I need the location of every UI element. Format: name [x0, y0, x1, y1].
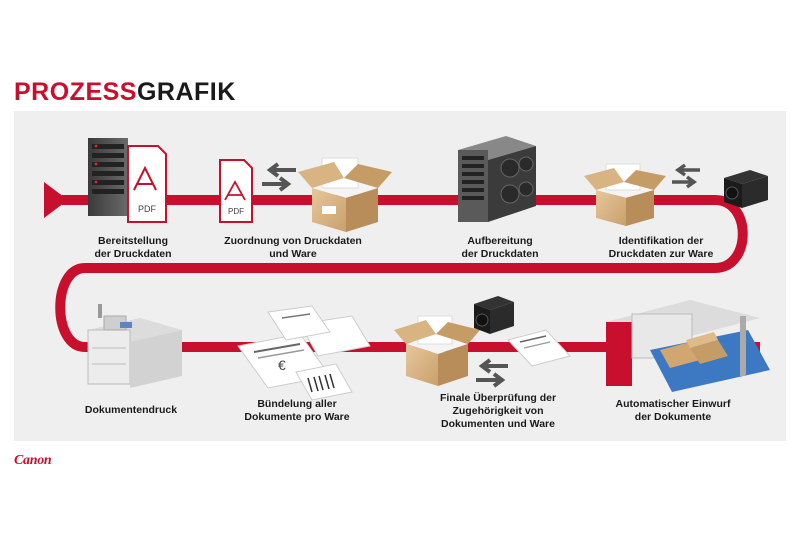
- title-part-red: PROZESS: [14, 78, 137, 106]
- exchange-arrows-icon: [476, 358, 508, 388]
- start-arrow-icon: [44, 182, 68, 218]
- exchange-arrows-icon: [672, 163, 700, 189]
- step-label-aufbereitung: Aufbereitung der Druckdaten: [461, 235, 539, 260]
- step-label-bereitstellung: Bereitstellung der Druckdaten: [94, 235, 172, 260]
- package-box-icon: [298, 157, 392, 232]
- page-title: PROZESSGRAFIK: [14, 78, 236, 107]
- pdf-label: PDF: [228, 207, 244, 216]
- step-label-identifikation: Identifikation der Druckdaten zur Ware: [608, 235, 714, 260]
- document-icon: [507, 329, 571, 367]
- camera-icon: [724, 170, 768, 208]
- step-label-dokumentendruck: Dokumentendruck: [84, 404, 178, 416]
- canon-logo: Canon: [14, 453, 52, 468]
- server-rack-icon: [458, 136, 536, 222]
- printer-icon: [87, 304, 182, 388]
- step-label-einwurf: Automatischer Einwurf der Dokumente: [615, 398, 731, 423]
- title-part-dark: GRAFIK: [136, 78, 236, 106]
- insertion-machine-icon: [606, 300, 770, 392]
- step-label-ueberpruefung: Finale Überprüfung der Zugehörigkeit von…: [439, 392, 557, 430]
- process-flow-band: [55, 195, 760, 352]
- exchange-arrows-icon: [262, 162, 296, 192]
- euro-icon: €: [278, 357, 286, 373]
- pdf-document-icon: PDF: [219, 159, 253, 223]
- package-box-icon: [394, 315, 480, 386]
- server-icon: [88, 138, 128, 216]
- pdf-label: PDF: [138, 204, 157, 214]
- documents-stack-icon: €: [237, 305, 371, 401]
- step-label-buendelung: Bündelung aller Dokumente pro Ware: [244, 398, 350, 423]
- step-label-zuordnung: Zuordnung von Druckdaten und Ware: [224, 235, 362, 260]
- pdf-document-icon: PDF: [127, 145, 167, 223]
- package-box-icon: [584, 163, 666, 226]
- camera-icon: [474, 296, 514, 334]
